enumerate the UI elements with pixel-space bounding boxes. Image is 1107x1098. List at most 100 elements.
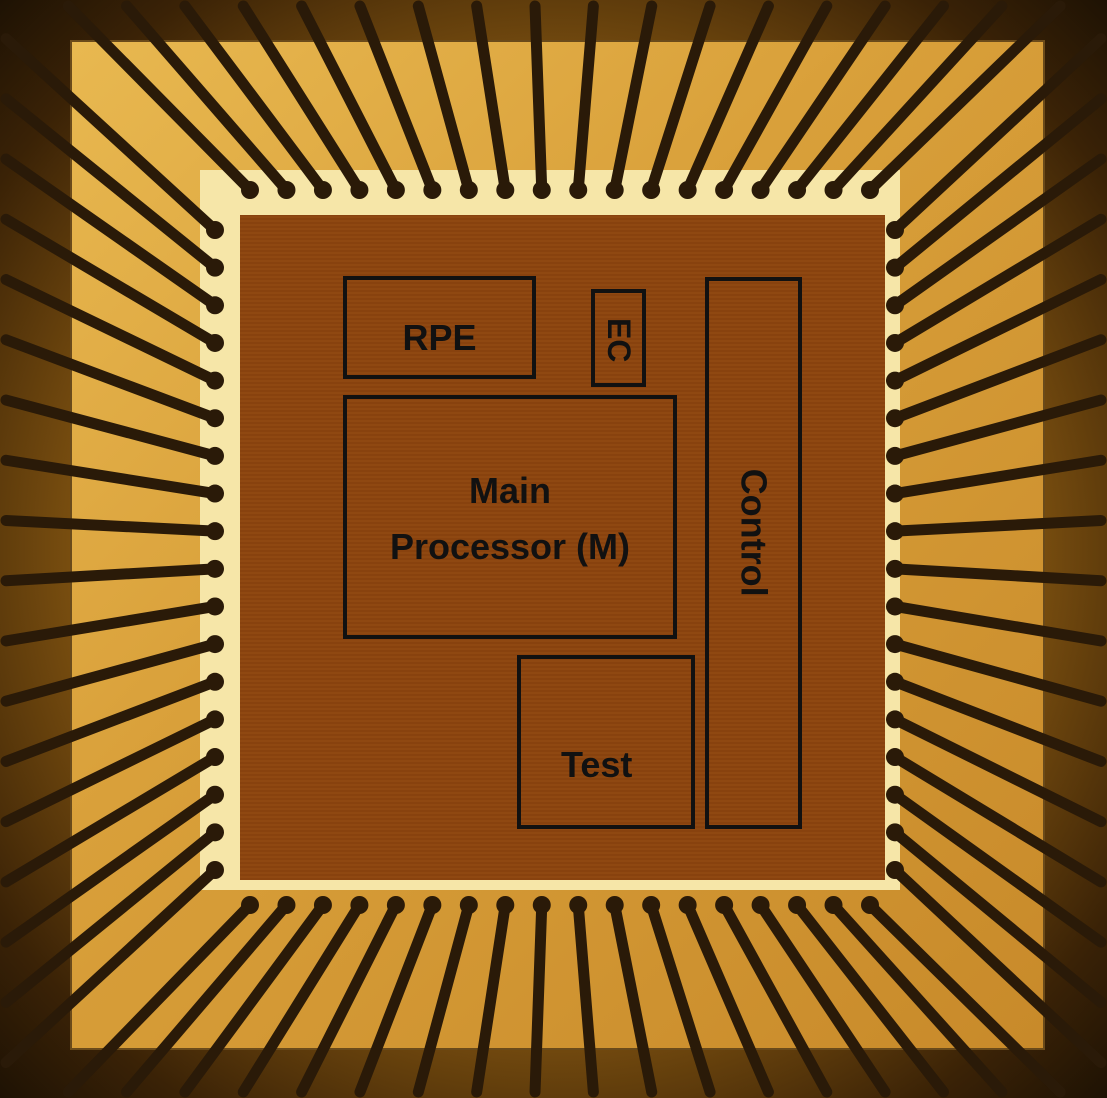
ec-block: EC	[591, 289, 646, 387]
bond-wire	[471, 0, 511, 196]
bond-ball	[605, 896, 624, 914]
bond-ball	[206, 597, 224, 616]
bond-wire	[645, 0, 716, 196]
bond-wire	[889, 713, 1107, 828]
bond-ball	[751, 896, 770, 914]
bond-wire	[609, 0, 658, 196]
bond-wire	[609, 899, 658, 1098]
bond-wire	[889, 789, 1107, 948]
bond-wire	[645, 899, 716, 1098]
bond-ball	[642, 181, 661, 199]
bond-ball	[861, 896, 879, 914]
control-block: Control	[705, 277, 802, 829]
bond-wire	[864, 899, 1066, 1098]
bond-ball	[350, 896, 369, 914]
bond-ball	[788, 896, 807, 914]
bond-ball	[386, 181, 405, 199]
bond-wire	[864, 0, 1066, 196]
bond-wire	[0, 789, 221, 948]
bond-wire	[0, 93, 221, 274]
rpe-block: RPE	[343, 276, 536, 379]
bond-wire	[529, 0, 548, 196]
bond-ball	[886, 333, 904, 352]
bond-ball	[206, 371, 224, 390]
bond-wire	[0, 274, 221, 387]
bond-ball	[861, 181, 879, 199]
bond-ball	[678, 181, 697, 199]
bond-ball	[886, 446, 904, 465]
bond-ball	[496, 181, 515, 199]
bond-ball	[886, 748, 904, 767]
bond-wire	[0, 153, 221, 311]
bond-ball	[886, 371, 904, 390]
bond-ball	[886, 861, 904, 879]
bond-ball	[824, 896, 843, 914]
bond-wire	[889, 33, 1107, 236]
bond-ball	[313, 181, 332, 199]
bond-wire	[718, 899, 833, 1098]
bond-ball	[459, 181, 478, 199]
bond-wire	[0, 563, 221, 587]
main-label-line1: Main	[468, 470, 551, 511]
bond-ball	[569, 896, 588, 914]
bond-ball	[241, 896, 259, 914]
bond-wire	[0, 751, 221, 888]
test-label: Test	[561, 744, 633, 785]
bond-wire	[755, 899, 891, 1098]
bond-wire	[755, 0, 891, 196]
bond-ball	[886, 823, 904, 842]
bond-ball	[715, 181, 734, 199]
bond-ball	[886, 672, 904, 691]
bond-wire	[889, 864, 1107, 1069]
bond-wire	[0, 864, 221, 1069]
control-label: Control	[733, 468, 775, 597]
bond-wire	[354, 899, 438, 1098]
bond-wire	[791, 899, 949, 1098]
bond-ball	[206, 823, 224, 842]
bond-ball	[788, 181, 807, 199]
bond-ball	[313, 896, 332, 914]
bond-ball	[886, 484, 904, 503]
bond-ball	[206, 861, 224, 879]
bond-ball	[824, 181, 843, 199]
bond-ball	[886, 559, 904, 578]
bond-wire	[0, 600, 221, 647]
bond-ball	[569, 181, 588, 199]
main-processor-block: Main Processor (M)	[343, 395, 677, 639]
bond-wire	[791, 0, 949, 196]
bond-wire	[889, 751, 1107, 888]
bond-wire	[296, 0, 402, 196]
bond-ball	[350, 181, 369, 199]
bond-wire	[889, 153, 1107, 311]
bond-ball	[886, 221, 904, 239]
bond-ball	[206, 446, 224, 465]
bond-wire	[0, 638, 221, 707]
rpe-label: RPE	[402, 317, 477, 358]
bond-ball	[206, 748, 224, 767]
test-block: Test	[517, 655, 695, 829]
bond-ball	[678, 896, 697, 914]
bond-wire	[179, 0, 329, 196]
bond-ball	[206, 522, 224, 541]
bond-wire	[0, 394, 221, 462]
bond-ball	[886, 522, 904, 541]
bond-wire	[529, 899, 548, 1098]
bond-ball	[532, 181, 551, 199]
bond-ball	[386, 896, 405, 914]
bond-wire	[889, 334, 1107, 424]
bond-ball	[886, 597, 904, 616]
bond-wire	[179, 899, 329, 1098]
bond-ball	[277, 896, 296, 914]
bond-ball	[605, 181, 624, 199]
bond-ball	[532, 896, 551, 914]
bond-wire	[62, 899, 256, 1098]
bond-ball	[277, 181, 296, 199]
bond-wire	[572, 899, 599, 1098]
bond-wire	[828, 899, 1008, 1098]
ec-label: EC	[601, 317, 638, 363]
bond-wire	[62, 0, 256, 196]
bond-ball	[751, 181, 770, 199]
bond-ball	[886, 785, 904, 804]
